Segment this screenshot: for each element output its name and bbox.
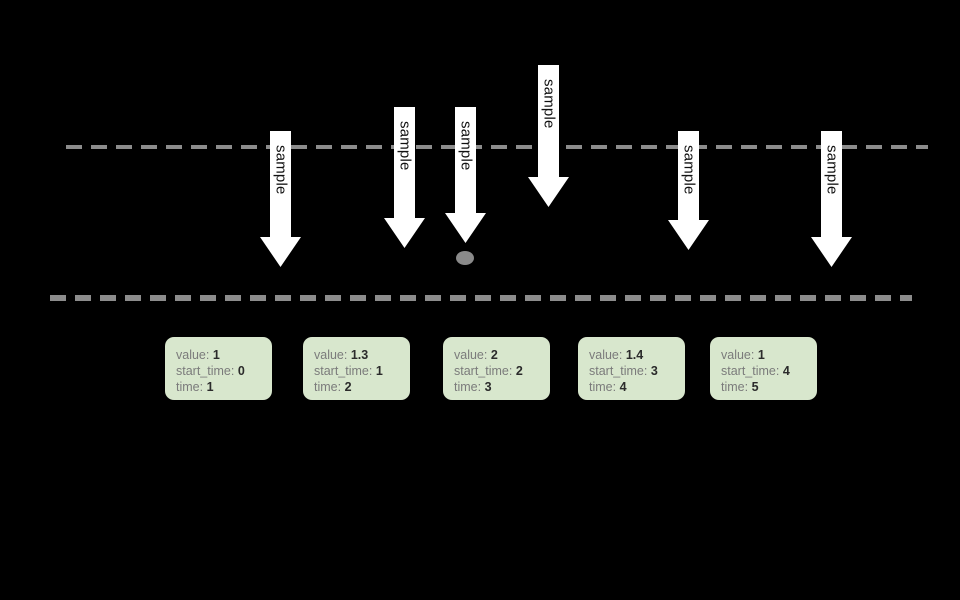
arrow-label-sample: sample bbox=[541, 79, 558, 129]
arrow-label-sample: sample bbox=[397, 121, 414, 171]
arrow-shape bbox=[528, 65, 569, 207]
timelines-group bbox=[50, 145, 928, 301]
event-field-value: 3 bbox=[484, 380, 492, 394]
sample-arrows-group: sample sample sample sample sample sample bbox=[260, 65, 852, 267]
event-field-label: value: bbox=[454, 348, 488, 362]
event-field-label: start_time: bbox=[721, 364, 780, 378]
event-field-value: 2 bbox=[344, 380, 352, 394]
event-field-start-time: start_time: 3 bbox=[589, 363, 685, 379]
event-field-label: start_time: bbox=[454, 364, 513, 378]
event-field-value: 2 bbox=[490, 348, 498, 362]
event-field-label: value: bbox=[721, 348, 755, 362]
event-field-value: value: 1.3 bbox=[314, 347, 410, 363]
event-field-value: value: 1 bbox=[176, 347, 272, 363]
event-field-start-time: start_time: 2 bbox=[454, 363, 550, 379]
event-field-label: start_time: bbox=[589, 364, 648, 378]
event-field-value: 1.3 bbox=[350, 348, 369, 362]
event-field-value: 1.4 bbox=[625, 348, 644, 362]
sample-arrow: sample bbox=[260, 131, 301, 267]
sample-arrow: sample bbox=[528, 65, 569, 207]
event-field-start-time: start_time: 1 bbox=[314, 363, 410, 379]
event-field-value: 3 bbox=[650, 364, 658, 378]
arrow-shape bbox=[811, 131, 852, 267]
arrow-label-sample: sample bbox=[824, 145, 841, 195]
event-field-value: 4 bbox=[782, 364, 790, 378]
arrow-shape bbox=[445, 107, 486, 243]
event-field-time: time: 2 bbox=[314, 379, 410, 395]
event-field-value: 1 bbox=[206, 380, 214, 394]
arrow-shape bbox=[260, 131, 301, 267]
event-field-start-time: start_time: 4 bbox=[721, 363, 817, 379]
event-field-label: value: bbox=[589, 348, 623, 362]
sample-dot bbox=[456, 251, 474, 265]
event-field-label: time: bbox=[454, 380, 482, 394]
arrow-shape bbox=[384, 107, 425, 248]
event-field-label: time: bbox=[314, 380, 342, 394]
event-field-value: 1 bbox=[375, 364, 383, 378]
event-field-value: value: 1 bbox=[721, 347, 817, 363]
arrow-shape bbox=[668, 131, 709, 250]
event-field-time: time: 5 bbox=[721, 379, 817, 395]
event-field-label: value: bbox=[314, 348, 348, 362]
arrow-label-sample: sample bbox=[458, 121, 475, 171]
arrow-label-sample: sample bbox=[681, 145, 698, 195]
event-field-label: time: bbox=[176, 380, 204, 394]
arrow-label-sample: sample bbox=[273, 145, 290, 195]
event-field-label: time: bbox=[589, 380, 617, 394]
event-field-value: 0 bbox=[237, 364, 245, 378]
event-field-label: start_time: bbox=[176, 364, 235, 378]
event-field-start-time: start_time: 0 bbox=[176, 363, 272, 379]
sample-arrow: sample bbox=[811, 131, 852, 267]
event-field-label: time: bbox=[721, 380, 749, 394]
markers-group bbox=[456, 251, 474, 265]
event-field-value: 2 bbox=[515, 364, 523, 378]
event-field-value: 4 bbox=[619, 380, 627, 394]
sample-arrow: sample bbox=[384, 107, 425, 248]
event-field-value: value: 1.4 bbox=[589, 347, 685, 363]
event-field-value: 1 bbox=[757, 348, 765, 362]
event-field-time: time: 4 bbox=[589, 379, 685, 395]
event-field-value: 1 bbox=[212, 348, 220, 362]
event-field-time: time: 1 bbox=[176, 379, 272, 395]
sample-arrow: sample bbox=[668, 131, 709, 250]
event-field-value: 5 bbox=[751, 380, 759, 394]
event-field-label: start_time: bbox=[314, 364, 373, 378]
event-field-time: time: 3 bbox=[454, 379, 550, 395]
event-field-value: value: 2 bbox=[454, 347, 550, 363]
sample-arrow: sample bbox=[445, 107, 486, 243]
event-field-label: value: bbox=[176, 348, 210, 362]
